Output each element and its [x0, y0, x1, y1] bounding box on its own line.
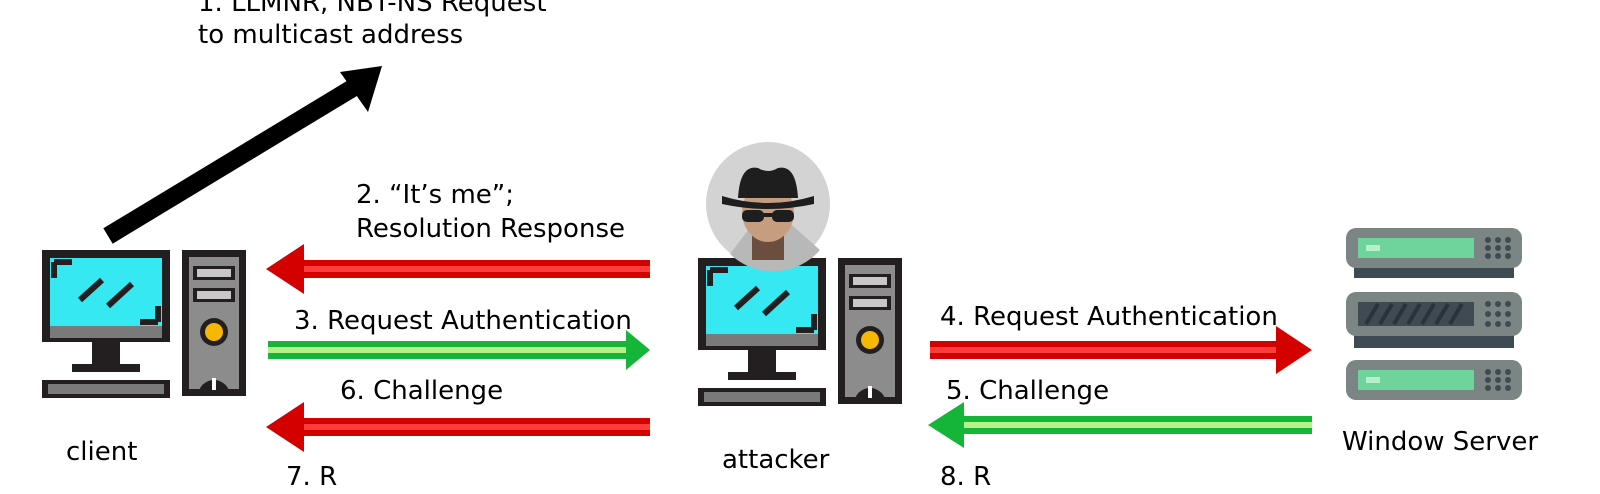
step8-label-partial: 8. R — [940, 462, 992, 492]
server-label: Window Server — [1342, 427, 1539, 457]
multicast-request-arrow — [103, 66, 382, 244]
step3-label: 3. Request Authentication — [294, 306, 632, 336]
step1-label-line1: 1. LLMNR, NBT-NS Request — [198, 0, 547, 18]
hacker-avatar-icon — [706, 142, 830, 272]
diagram: 1. LLMNR, NBT-NS Request to multicast ad… — [0, 0, 1539, 492]
challenge-arrow-client — [266, 402, 650, 452]
server-rack-icon — [1346, 228, 1522, 400]
request-auth-arrow-client — [268, 330, 650, 370]
step4-label: 4. Request Authentication — [940, 302, 1278, 332]
request-auth-arrow-server — [930, 326, 1312, 374]
step6-label: 6. Challenge — [340, 376, 504, 406]
challenge-arrow-server — [928, 402, 1312, 448]
step7-label-partial: 7. R — [286, 462, 338, 492]
step2-label-line2: Resolution Response — [356, 214, 625, 244]
step1-label-line2: to multicast address — [198, 20, 464, 50]
desktop-computer-icon — [698, 258, 902, 406]
step2-label-line1: 2. “It’s me”; — [356, 180, 515, 210]
step5-label: 5. Challenge — [946, 376, 1110, 406]
diagram-canvas — [0, 66, 1522, 452]
attacker-label: attacker — [722, 445, 830, 475]
desktop-computer-icon — [42, 250, 246, 398]
resolution-response-arrow — [266, 244, 650, 294]
client-label: client — [66, 437, 138, 467]
